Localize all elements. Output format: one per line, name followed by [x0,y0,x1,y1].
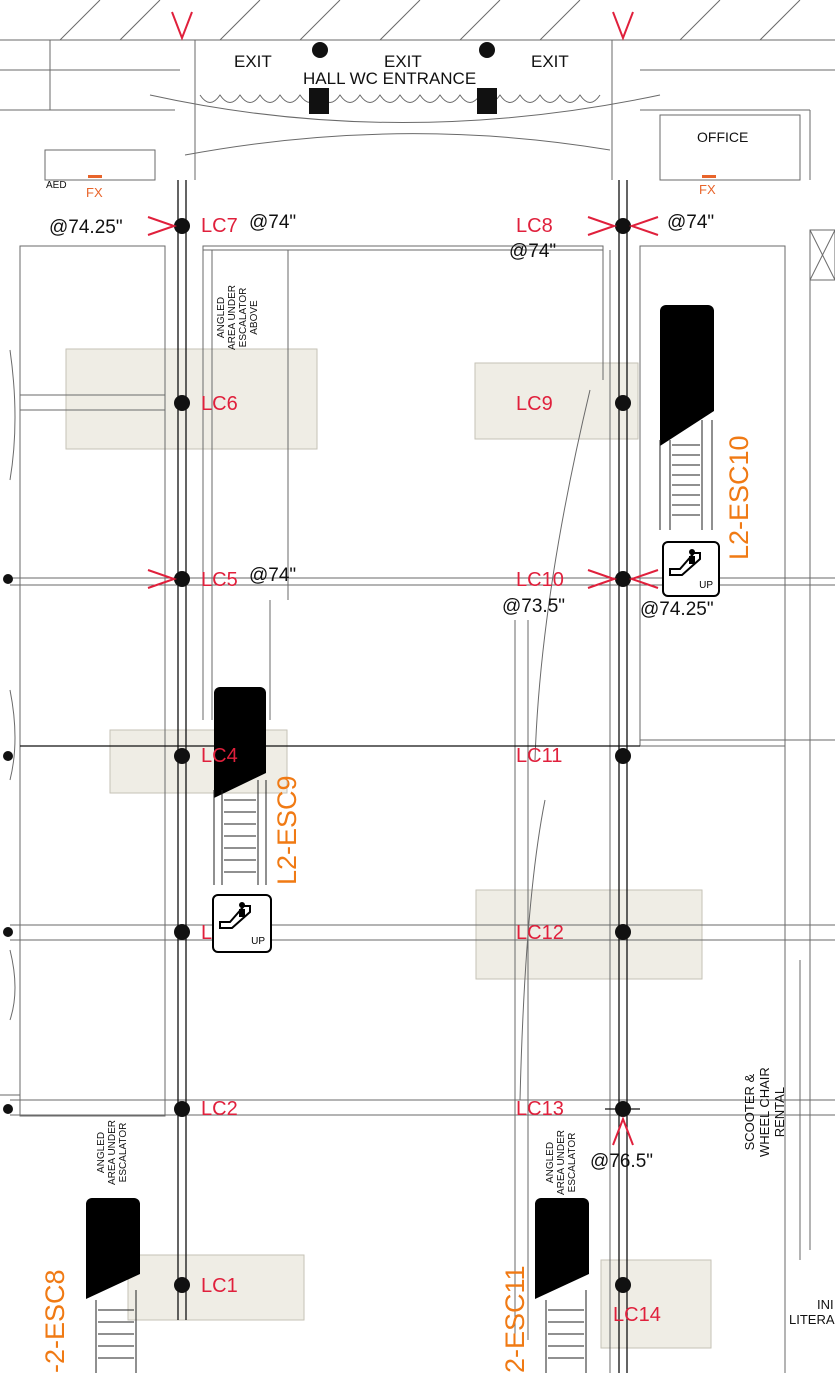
chevron-lc5 [147,569,178,589]
escalator-person-icon [669,549,701,576]
zone-lc1 [127,1254,305,1321]
lc14-label: LC14 [613,1304,661,1326]
escalator-person-icon [219,902,251,929]
height-lc7-right: @74" [249,212,297,233]
fixture-lc12 [615,924,631,940]
fixture-lc9 [615,395,631,411]
fixture-lc5 [174,571,190,587]
zone-lc12 [475,889,703,980]
drape-scallops [199,94,601,103]
chevron-lc10-left [587,569,618,589]
note-angled-right: ANGLED AREA UNDER ESCALATOR [545,1129,578,1195]
fx-label-left: FX [86,185,103,200]
height-lc13-below: @76.5" [590,1151,654,1172]
fixture-lc3 [174,924,190,940]
fixture-lc7 [174,218,190,234]
literacy-label-top: INI [817,1297,834,1312]
escalator-esc11 [535,1198,589,1373]
height-lc8-below: @74" [509,241,557,262]
lc9-label: LC9 [516,393,553,415]
exit-light-right [479,42,495,58]
exit-label-right: EXIT [531,52,569,71]
fixture-points [3,42,631,1293]
zone-lc6 [65,348,318,450]
aed-label: AED [46,180,67,191]
lc1-label: LC1 [201,1275,238,1297]
escalator-esc8 [86,1198,140,1373]
lc7-label: LC7 [201,215,238,237]
height-lc5-right: @74" [249,565,297,586]
height-lc10-below-left: @73.5" [502,596,566,617]
escalator-esc9 [213,687,267,885]
note-angled-top: ANGLED AREA UNDER ESCALATOR ABOVE [216,284,260,350]
fixture-lc8 [615,218,631,234]
height-lc8-right: @74" [667,212,715,233]
chevron-lc8-right [628,216,659,236]
fixture-lc6 [174,395,190,411]
chevron-markers [147,11,659,1146]
exit-label-left: EXIT [234,52,272,71]
lc13-label: LC13 [516,1098,564,1120]
shaded-zones [65,348,712,1349]
escalator-esc11-label: 2-ESC11 [500,1265,530,1373]
door-block-right [477,88,497,114]
fixture-lc10 [615,571,631,587]
escalators [86,305,714,1373]
fixture-lc11 [615,748,631,764]
lc4-label: LC4 [201,745,238,767]
lc6-label: LC6 [201,393,238,415]
fixture-lc1 [174,1277,190,1293]
fixture-lc2 [174,1101,190,1117]
lc5-label: LC5 [201,569,238,591]
chevron-lc8-left [587,216,618,236]
lc11-label: LC11 [516,745,563,767]
escalator-esc8-label: -2-ESC8 [40,1269,70,1373]
note-angled-left: ANGLED AREA UNDER ESCALATOR [96,1119,129,1185]
office-label: OFFICE [697,129,749,145]
chevron-lc10-right [628,569,659,589]
exit-light-left [312,42,328,58]
door-block-left [309,88,329,114]
fixture-lc4 [174,748,190,764]
escalator-esc10-label: L2-ESC10 [724,435,754,560]
escalator-esc9-label: L2-ESC9 [272,775,302,885]
height-lc10-below-right: @74.25" [640,599,714,620]
fx-marks [88,175,716,178]
chevron-lc7 [147,216,178,236]
lc8-label: LC8 [516,215,553,237]
escalator-up-sign-1: UP [662,541,720,597]
zone-lc9 [474,362,639,440]
lc10-label: LC10 [516,569,564,591]
up-sign-text-2: UP [251,936,265,947]
fixture-lc13 [615,1101,631,1117]
lc12-label: LC12 [516,922,564,944]
escalator-esc10 [659,305,714,530]
height-lc7-left: @74.25" [49,217,123,238]
chevron-top-left [171,11,193,41]
chevron-lc13 [612,1116,634,1146]
up-sign-text-1: UP [699,580,713,591]
chevron-top-right [612,11,634,41]
hall-wc-label: HALL WC ENTRANCE [303,69,477,88]
fixture-lc14 [615,1277,631,1293]
literacy-label-bottom: LITERA [789,1312,835,1327]
exit-label-center: EXIT [384,52,422,71]
escalator-up-sign-2: UP [212,894,272,953]
fx-label-right: FX [699,182,716,197]
lc2-label: LC2 [201,1098,238,1120]
note-scooter-rental: SCOOTER & WHEEL CHAIR RENTAL [742,1067,787,1157]
